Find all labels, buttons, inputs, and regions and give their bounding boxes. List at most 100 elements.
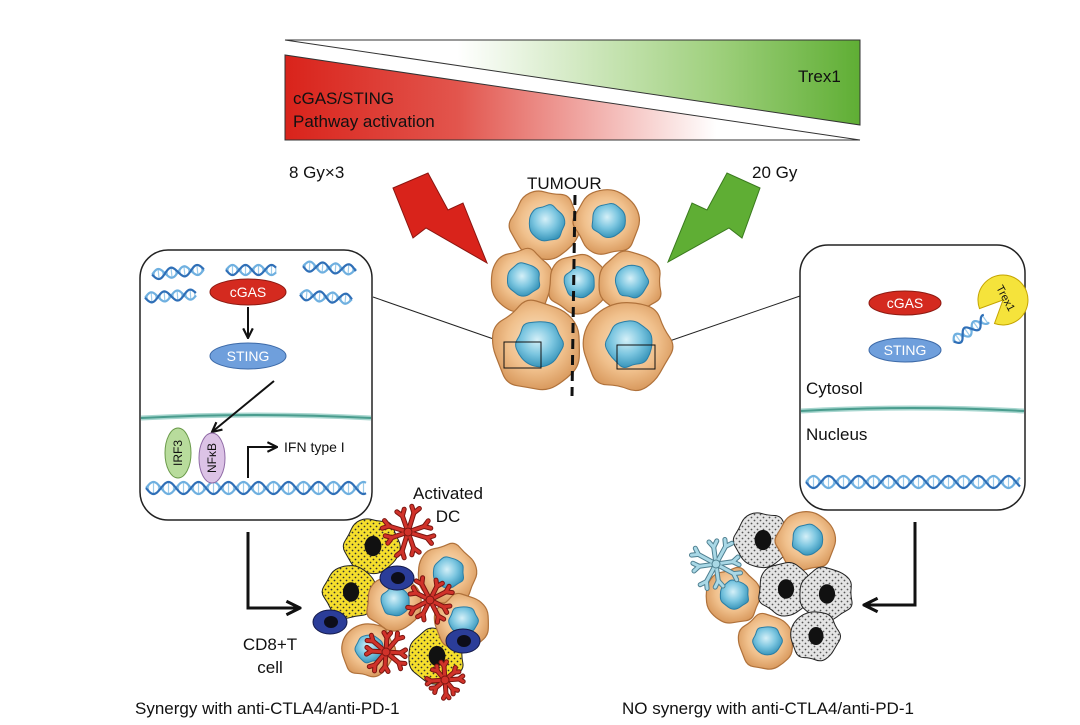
t-cell-nucleus xyxy=(457,635,471,647)
zoom-connector-right xyxy=(654,295,801,347)
cd8-t-cell-label-line2: cell xyxy=(257,658,283,677)
synergy-caption: Synergy with anti-CTLA4/anti-PD-1 xyxy=(135,699,400,718)
dna-base-pair xyxy=(189,289,192,300)
dc-dendrite xyxy=(373,663,377,673)
dc-dendrite xyxy=(395,510,404,518)
cell-nucleus xyxy=(432,556,465,589)
dna-helix xyxy=(302,260,357,276)
dendritic-cell xyxy=(405,575,455,625)
arrow-to-synergy-outcome xyxy=(246,532,300,608)
left-cell-panel: cGAS STING IRF3 NFκB IFN type I xyxy=(139,249,373,521)
dc-dendrite xyxy=(731,555,740,564)
arrow-to-no-synergy-outcome xyxy=(864,522,917,605)
cd8-t-cell xyxy=(379,565,415,591)
dna-base-pair xyxy=(954,333,962,343)
sting-pill-left xyxy=(209,342,287,370)
dc-dendrite xyxy=(442,604,452,609)
dc-dendrite xyxy=(732,571,742,576)
dna-base-pair xyxy=(347,264,350,275)
cell-nucleus xyxy=(754,529,772,551)
dna-base-pair xyxy=(157,269,160,280)
tumour-cell xyxy=(491,299,580,391)
cell-nucleus xyxy=(528,204,566,242)
dna-helix xyxy=(225,263,277,277)
t-cell-nucleus xyxy=(391,572,405,584)
red-lightning-icon xyxy=(392,172,488,265)
dna-base-pair xyxy=(981,314,989,324)
dna-strand xyxy=(225,263,277,277)
left-dna-group xyxy=(144,260,367,496)
dna-helix xyxy=(805,474,1021,490)
tumour-cell xyxy=(737,612,793,670)
dc-dendrite xyxy=(433,686,438,694)
dna-base-pair xyxy=(183,266,186,277)
dna-base-pair xyxy=(308,261,311,272)
dc-dendrite xyxy=(425,534,436,540)
dying-tumour-cell xyxy=(732,512,791,569)
tumour-cell xyxy=(774,510,837,571)
dc-dendrite xyxy=(704,580,709,590)
dc-dendrite xyxy=(414,579,424,586)
dna-base-pair xyxy=(170,267,173,278)
dc-dendrite xyxy=(365,649,374,656)
cgas-pill-left xyxy=(209,278,287,306)
cd8-t-cell xyxy=(445,628,481,654)
nuclear-membrane-right xyxy=(800,405,1025,414)
dc-dendrite xyxy=(386,536,394,545)
cgas-pill-right xyxy=(868,290,942,316)
dc-dendrite xyxy=(451,687,459,692)
dna-helix xyxy=(952,313,990,344)
cgas-label-right: cGAS xyxy=(887,295,924,311)
cell-nucleus xyxy=(342,582,360,602)
dc-body xyxy=(403,527,413,537)
dna-base-pair xyxy=(150,292,153,303)
dc-dendrite xyxy=(434,578,439,588)
irf3-label: IRF3 xyxy=(171,440,185,466)
nucleus-label: Nucleus xyxy=(806,425,867,444)
dna-helix xyxy=(151,263,205,281)
dna-strand xyxy=(299,290,353,304)
cell-nucleus xyxy=(591,203,626,239)
nfkb-pill xyxy=(198,432,226,484)
dc-dendrite xyxy=(400,549,406,560)
dna-base-pair xyxy=(321,262,324,273)
activated-dc-label-line2: DC xyxy=(436,507,461,526)
cd8-t-cell xyxy=(312,609,348,635)
membrane-inner xyxy=(140,414,372,419)
dna-base-pair xyxy=(305,290,308,301)
dc-dendrite xyxy=(444,584,451,594)
cell-nucleus xyxy=(506,262,541,297)
tumour-cluster xyxy=(490,189,674,392)
cell-nucleus xyxy=(818,584,836,604)
right-dna-group xyxy=(805,313,1021,490)
tumour-cell xyxy=(572,189,641,255)
trex1-gradient-label: Trex1 xyxy=(798,67,841,86)
cell-nucleus xyxy=(515,321,564,368)
cell-nucleus xyxy=(563,266,595,299)
dna-base-pair xyxy=(344,293,347,304)
dna-base-pair xyxy=(163,291,166,302)
dc-dendrite xyxy=(436,614,446,621)
cytosol-label: Cytosol xyxy=(806,379,863,398)
dendritic-cell xyxy=(424,659,466,701)
dose-label-single: 20 Gy xyxy=(752,163,798,182)
dna-base-pair xyxy=(963,327,971,337)
irf3-pill xyxy=(164,427,192,479)
dc-dendrite xyxy=(409,606,416,616)
dc-dendrite xyxy=(383,664,390,673)
dc-dendrite xyxy=(395,631,399,641)
tumour-divider xyxy=(570,194,577,397)
dc-dendrite xyxy=(457,674,465,681)
dc-dendrite xyxy=(422,519,430,528)
cgas-label-left: cGAS xyxy=(230,284,267,300)
dc-dendrite xyxy=(692,564,701,573)
dc-dendrite xyxy=(425,679,433,686)
cell-nucleus xyxy=(791,523,824,556)
cgas-sting-gradient-triangle xyxy=(284,54,861,141)
tumour-cell xyxy=(582,301,674,392)
dc-dendrite xyxy=(365,639,375,643)
dna-strand xyxy=(805,474,1021,490)
dc-dendrite xyxy=(444,692,451,700)
immune-inactive-cluster xyxy=(689,510,853,670)
cell-nucleus xyxy=(364,535,382,557)
